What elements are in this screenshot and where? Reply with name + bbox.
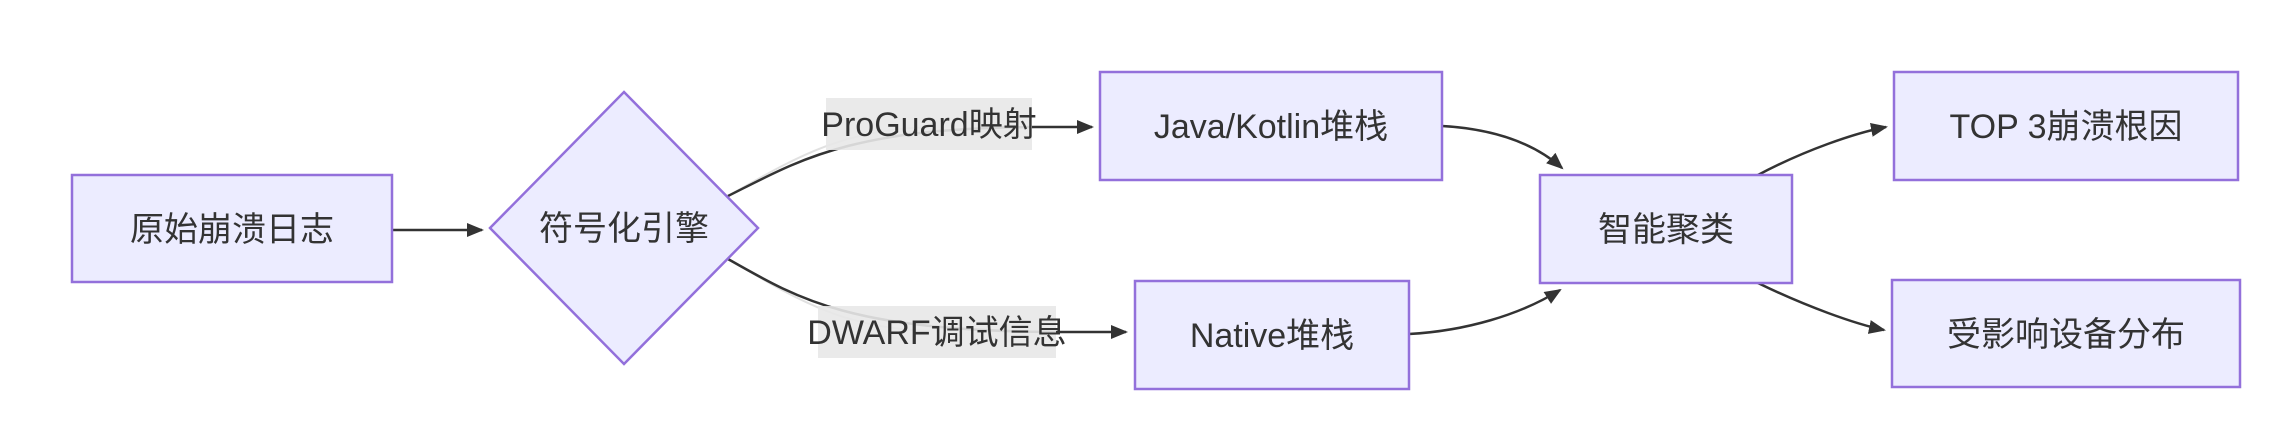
node-affected-device-distribution-shape bbox=[1890, 278, 2242, 389]
edge-label-dwarf-debug-info: DWARF调试信息 bbox=[807, 306, 1067, 358]
node-top3-crash-root-causes-shape bbox=[1892, 70, 2240, 182]
node-smart-clustering: 智能聚类 bbox=[1538, 173, 1794, 285]
node-top3-crash-root-causes-label: TOP 3崩溃根因 bbox=[1949, 108, 2182, 146]
node-raw-crash-log: 原始崩溃日志 bbox=[70, 173, 394, 284]
edge-label-proguard-mapping-text: ProGuard映射 bbox=[821, 106, 1036, 144]
node-native-stack-label: Native堆栈 bbox=[1190, 317, 1354, 355]
node-java-kotlin-stack-shape bbox=[1098, 70, 1444, 182]
edge-label-proguard-mapping-bg bbox=[826, 98, 1032, 150]
node-affected-device-distribution-label: 受影响设备分布 bbox=[1947, 316, 2185, 354]
node-java-kotlin-stack-label: Java/Kotlin堆栈 bbox=[1154, 108, 1388, 146]
edge-clustering-to-devices bbox=[1757, 281, 1886, 334]
node-native-stack: Native堆栈 bbox=[1133, 279, 1411, 391]
node-affected-device-distribution: 受影响设备分布 bbox=[1890, 278, 2242, 389]
node-smart-clustering-shape bbox=[1538, 173, 1794, 285]
edge-label-dwarf-debug-info-text: DWARF调试信息 bbox=[807, 314, 1066, 352]
node-raw-crash-log-shape bbox=[70, 173, 394, 284]
node-raw-crash-log-label: 原始崩溃日志 bbox=[130, 211, 334, 249]
node-symbolication-engine: 符号化引擎 bbox=[488, 90, 760, 366]
node-top3-crash-root-causes: TOP 3崩溃根因 bbox=[1892, 70, 2240, 182]
node-symbolication-engine-shape bbox=[488, 90, 760, 366]
node-native-stack-shape bbox=[1133, 279, 1411, 391]
edge-native-stack-to-clustering bbox=[1408, 288, 1562, 336]
edge-java-stack-to-clustering bbox=[1441, 124, 1564, 170]
node-java-kotlin-stack: Java/Kotlin堆栈 bbox=[1098, 70, 1444, 182]
node-symbolication-engine-label: 符号化引擎 bbox=[539, 210, 709, 248]
edge-clustering-to-top3 bbox=[1757, 122, 1888, 177]
node-smart-clustering-label: 智能聚类 bbox=[1598, 211, 1734, 249]
edge-label-dwarf-debug-info-bg bbox=[818, 306, 1056, 358]
edge-label-proguard-mapping: ProGuard映射 bbox=[821, 98, 1037, 150]
